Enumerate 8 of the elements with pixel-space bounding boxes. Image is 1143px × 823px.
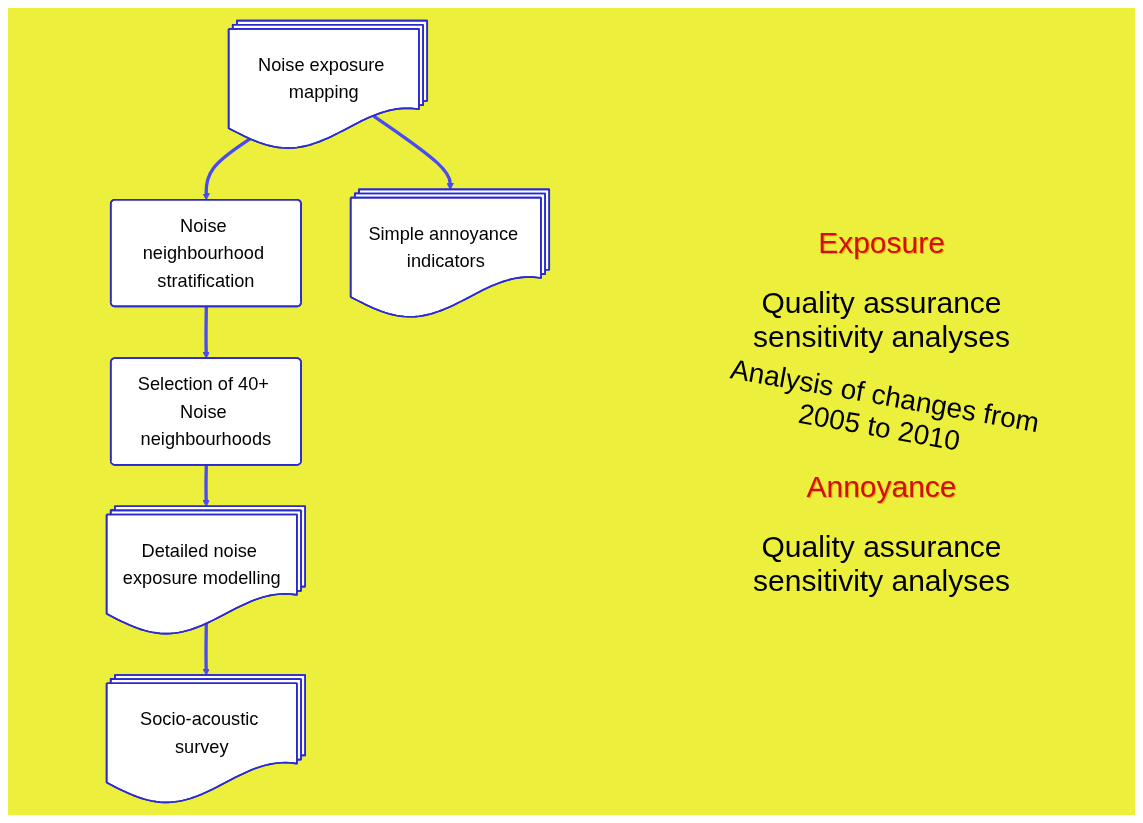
arrow	[202, 137, 251, 201]
heading-text: Annoyance	[806, 469, 957, 504]
note-text: Quality assurance sensitivity analyses	[752, 529, 1011, 598]
note-text: Analysis of changes from 2005 to 2010	[726, 352, 1043, 459]
arrow	[202, 306, 210, 359]
heading-text: Exposure	[818, 225, 945, 260]
arrow	[202, 465, 210, 507]
note-text: Quality assurance sensitivity analyses	[752, 285, 1011, 354]
